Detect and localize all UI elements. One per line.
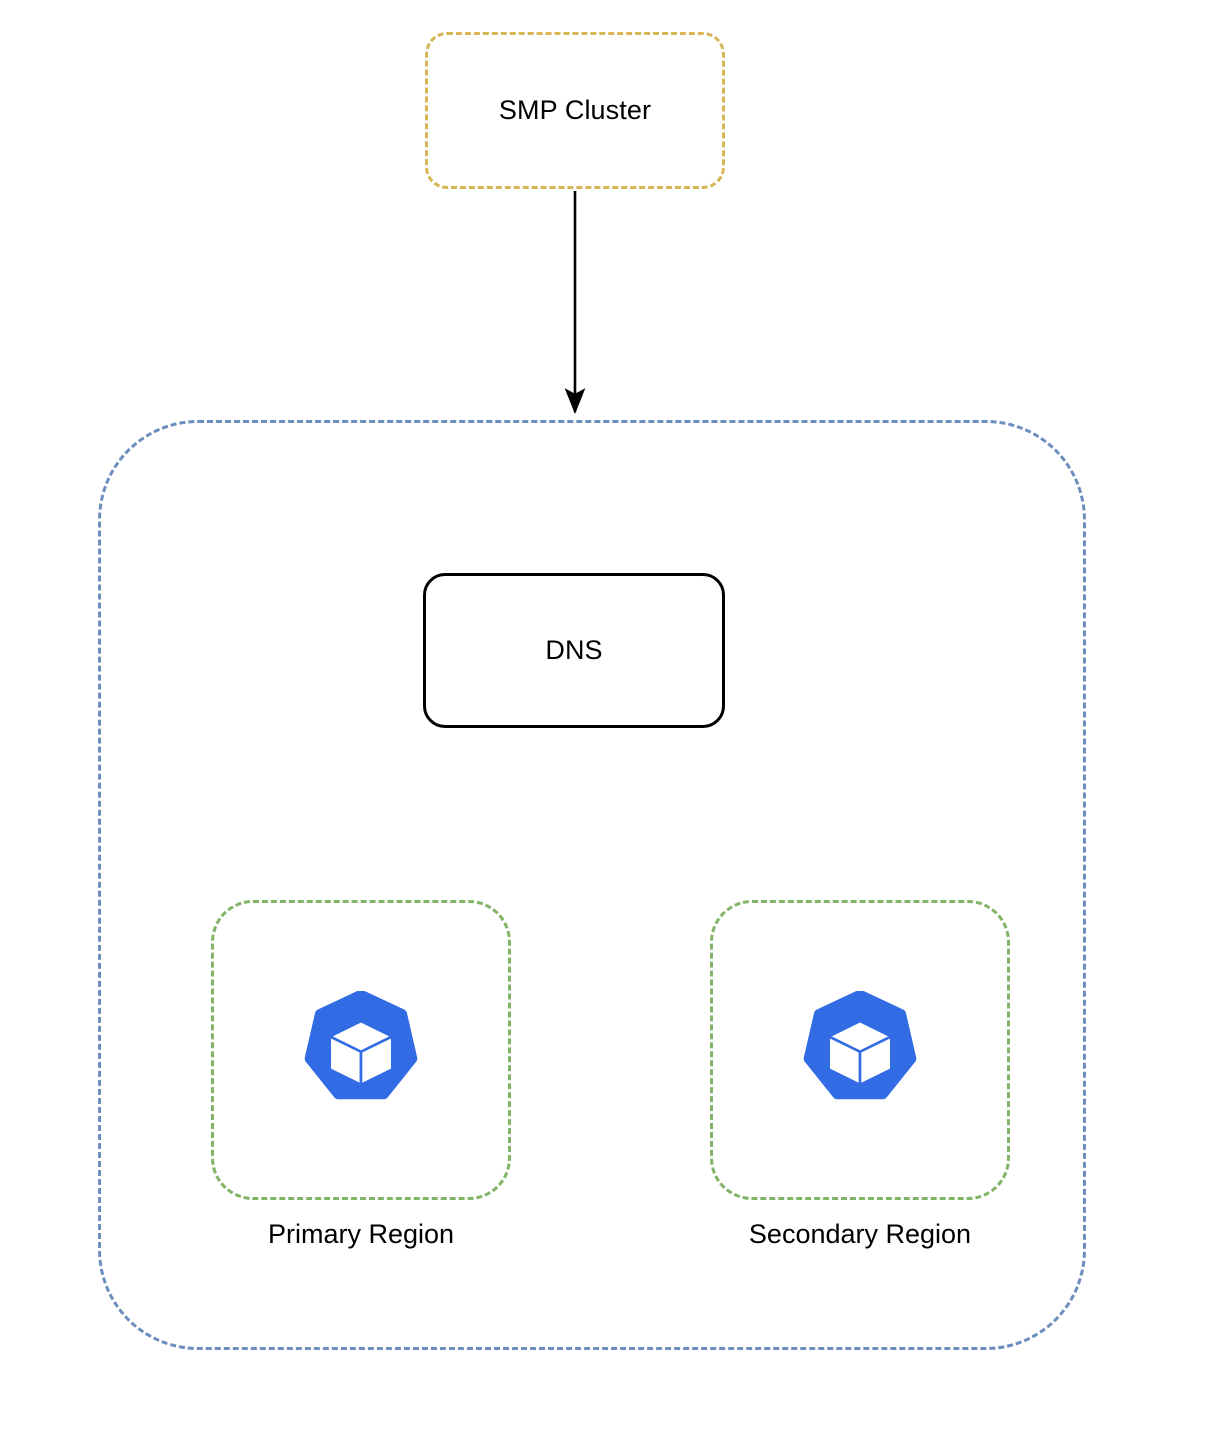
primary-region-group[interactable] bbox=[211, 900, 511, 1200]
secondary-region-group[interactable] bbox=[710, 900, 1010, 1200]
smp-cluster-label: SMP Cluster bbox=[498, 95, 652, 126]
secondary-region-label: Secondary Region bbox=[748, 1219, 972, 1249]
dns-node[interactable]: DNS bbox=[423, 573, 725, 728]
platform-container[interactable] bbox=[98, 420, 1086, 1350]
kubernetes-icon bbox=[803, 991, 917, 1100]
primary-region-label: Primary Region bbox=[267, 1219, 455, 1249]
dns-label: DNS bbox=[545, 635, 603, 666]
kubernetes-icon bbox=[304, 991, 418, 1100]
smp-cluster-node[interactable]: SMP Cluster bbox=[425, 32, 725, 189]
